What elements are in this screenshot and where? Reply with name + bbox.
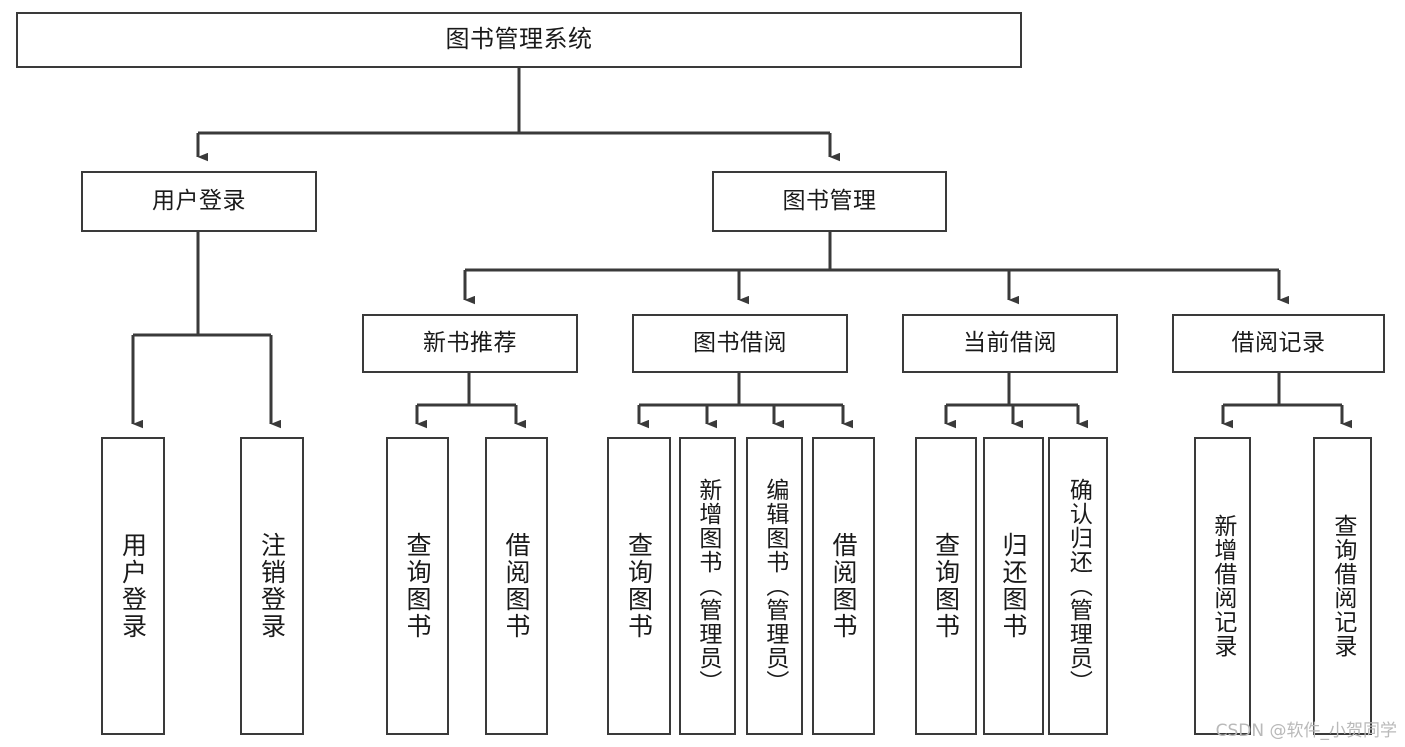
node-leaf-confirm-return-label: 确认归还（管理员）: [1065, 478, 1092, 694]
csdn-watermark: CSDN @软件_小贺同学: [1215, 721, 1397, 741]
node-leaf-query-book-borrow[interactable]: 查询图书: [607, 437, 671, 735]
node-leaf-confirm-return[interactable]: 确认归还（管理员）: [1048, 437, 1108, 735]
node-leaf-query-book-borrow-label: 查询图书: [624, 532, 654, 640]
node-book-management-label: 图书管理: [782, 188, 877, 215]
node-leaf-user-logout[interactable]: 注销登录: [240, 437, 304, 735]
node-book-management[interactable]: 图书管理: [712, 171, 947, 232]
node-leaf-add-borrow-record-label: 新增借阅记录: [1209, 514, 1236, 658]
node-leaf-add-book-label: 新增图书（管理员）: [694, 478, 721, 694]
node-leaf-edit-book[interactable]: 编辑图书（管理员）: [746, 437, 803, 735]
node-leaf-borrow-book-recommend-label: 借阅图书: [502, 532, 531, 640]
node-leaf-add-book[interactable]: 新增图书（管理员）: [679, 437, 736, 735]
node-new-book-recommend[interactable]: 新书推荐: [362, 314, 578, 373]
node-leaf-return-book-label: 归还图书: [999, 532, 1028, 640]
node-leaf-add-borrow-record[interactable]: 新增借阅记录: [1194, 437, 1251, 735]
node-book-borrow[interactable]: 图书借阅: [632, 314, 848, 373]
node-leaf-borrow-book-recommend[interactable]: 借阅图书: [485, 437, 548, 735]
node-borrow-record-label: 借阅记录: [1231, 330, 1326, 357]
node-root-label: 图书管理系统: [445, 25, 593, 54]
node-leaf-query-book-recommend-label: 查询图书: [403, 532, 432, 640]
node-user-login[interactable]: 用户登录: [81, 171, 317, 232]
node-leaf-borrow-book-label: 借阅图书: [829, 532, 858, 640]
node-borrow-record[interactable]: 借阅记录: [1172, 314, 1385, 373]
node-leaf-query-book-current-label: 查询图书: [931, 532, 961, 640]
node-leaf-user-login[interactable]: 用户登录: [101, 437, 165, 735]
node-leaf-query-book-current[interactable]: 查询图书: [915, 437, 977, 735]
node-root[interactable]: 图书管理系统: [16, 12, 1022, 68]
node-leaf-user-logout-label: 注销登录: [257, 532, 287, 640]
node-leaf-query-borrow-record-label: 查询借阅记录: [1329, 514, 1356, 658]
node-leaf-edit-book-label: 编辑图书（管理员）: [761, 478, 788, 694]
node-user-login-label: 用户登录: [152, 188, 246, 215]
node-leaf-user-login-label: 用户登录: [118, 532, 148, 640]
node-leaf-query-book-recommend[interactable]: 查询图书: [386, 437, 449, 735]
node-current-borrow-label: 当前借阅: [963, 330, 1057, 357]
node-leaf-query-borrow-record[interactable]: 查询借阅记录: [1313, 437, 1372, 735]
node-leaf-borrow-book[interactable]: 借阅图书: [812, 437, 875, 735]
node-book-borrow-label: 图书借阅: [693, 330, 787, 357]
node-current-borrow[interactable]: 当前借阅: [902, 314, 1118, 373]
node-leaf-return-book[interactable]: 归还图书: [983, 437, 1044, 735]
node-new-book-recommend-label: 新书推荐: [423, 330, 517, 357]
